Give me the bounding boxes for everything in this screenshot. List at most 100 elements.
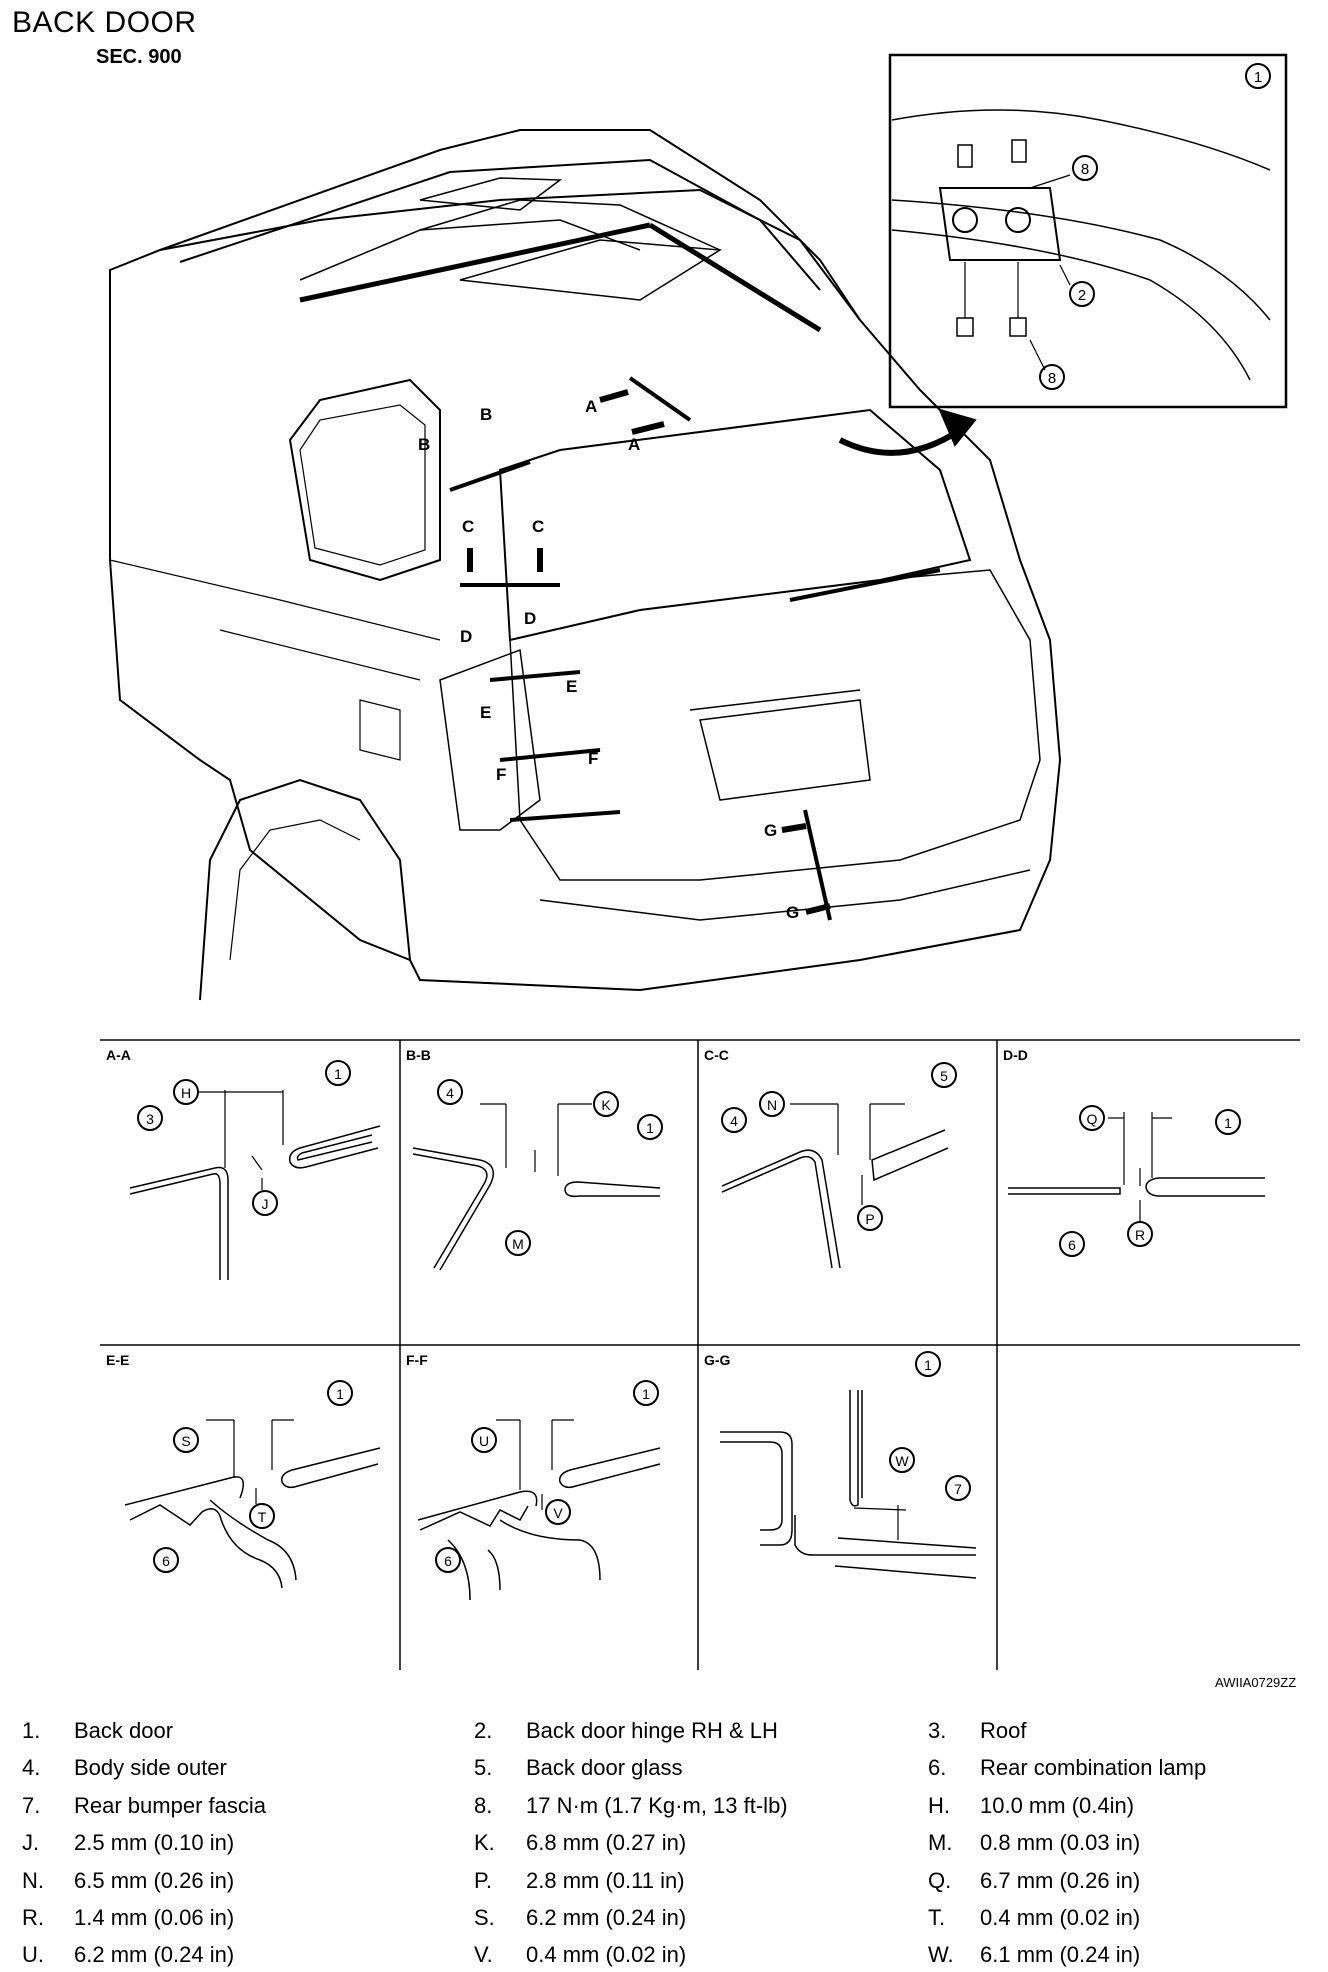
legend-key: Q. — [928, 1868, 952, 1893]
legend-text: Roof — [980, 1718, 1027, 1743]
legend-key: 5. — [474, 1755, 493, 1780]
svg-text:1: 1 — [1254, 69, 1262, 86]
legend-key: H. — [928, 1793, 950, 1818]
legend-key: J. — [22, 1830, 40, 1855]
callout-cc-n: N — [759, 1091, 785, 1117]
svg-text:U: U — [479, 1433, 489, 1449]
callout-cc-p: P — [857, 1205, 883, 1231]
legend-text: 10.0 mm (0.4in) — [980, 1793, 1135, 1818]
svg-text:1: 1 — [336, 1386, 344, 1402]
legend-text: 0.4 mm (0.02 in) — [526, 1942, 687, 1967]
callout-inset-8-lower: 8 — [1039, 364, 1065, 390]
panel-label-c: C-C — [704, 1047, 729, 1063]
section-g-g-drawing — [720, 1390, 977, 1579]
legend-text: 2.8 mm (0.11 in) — [526, 1868, 685, 1893]
section-marker-e-2: E — [566, 677, 577, 696]
section-a-a-drawing — [129, 1090, 381, 1280]
callout-dd-6: 6 — [1059, 1231, 1085, 1257]
legend-text: 6.2 mm (0.24 in) — [526, 1905, 687, 1930]
section-marker-a-1: A — [585, 397, 597, 416]
legend-key: V. — [474, 1942, 493, 1967]
legend-key: T. — [928, 1905, 946, 1930]
svg-text:1: 1 — [924, 1357, 932, 1373]
page-title: BACK DOOR — [12, 6, 197, 39]
svg-text:H: H — [181, 1085, 191, 1101]
callout-gg-w: W — [889, 1447, 915, 1473]
section-marker-f-2: F — [588, 749, 598, 768]
section-marker-c-2: C — [532, 517, 544, 536]
callout-bb-m: M — [505, 1230, 531, 1256]
legend-text: 17 N·m (1.7 Kg·m, 13 ft-lb) — [526, 1793, 788, 1818]
legend-key: 1. — [22, 1718, 41, 1743]
section-b-b-drawing — [412, 1103, 661, 1271]
svg-text:1: 1 — [642, 1386, 650, 1402]
section-marker-f-1: F — [496, 765, 506, 784]
svg-text:2: 2 — [1078, 287, 1086, 304]
callout-ee-t: T — [249, 1503, 275, 1529]
legend-key: P. — [474, 1868, 492, 1893]
legend-text: 6.5 mm (0.26 in) — [74, 1868, 235, 1893]
svg-text:4: 4 — [446, 1085, 454, 1101]
callout-ff-1: 1 — [633, 1380, 659, 1406]
legend-text: Back door hinge RH & LH — [526, 1718, 778, 1743]
legend-key: U. — [22, 1942, 44, 1967]
legend-key: 4. — [22, 1755, 41, 1780]
legend-text: 6.7 mm (0.26 in) — [980, 1868, 1141, 1893]
section-marker-c-1: C — [462, 517, 474, 536]
svg-text:6: 6 — [444, 1553, 452, 1569]
panel-label-g: G-G — [704, 1352, 731, 1368]
panel-label-f: F-F — [406, 1352, 428, 1368]
callout-dd-q: Q — [1079, 1105, 1105, 1131]
callout-gg-1: 1 — [915, 1351, 941, 1377]
svg-text:7: 7 — [954, 1481, 962, 1497]
callout-bb-4: 4 — [437, 1079, 463, 1105]
callout-dd-r: R — [1127, 1221, 1153, 1247]
section-marker-e-1: E — [480, 703, 491, 722]
svg-text:4: 4 — [730, 1113, 738, 1129]
callout-cc-4: 4 — [721, 1107, 747, 1133]
svg-text:V: V — [553, 1505, 563, 1521]
legend-text: 6.8 mm (0.27 in) — [526, 1830, 687, 1855]
section-marker-d-1: D — [460, 627, 472, 646]
section-e-e-drawing — [124, 1419, 381, 1589]
inset-pointer-arrow — [838, 427, 962, 456]
section-marker-a-2: A — [628, 435, 640, 454]
legend-key: 8. — [474, 1793, 493, 1818]
legend-text: Rear bumper fascia — [74, 1793, 266, 1818]
callout-inset-8-upper: 8 — [1072, 155, 1098, 181]
svg-text:S: S — [181, 1433, 190, 1449]
legend-key: S. — [474, 1905, 495, 1930]
section-f-f-drawing — [417, 1419, 661, 1601]
svg-text:1: 1 — [334, 1066, 342, 1082]
callout-aa-3: 3 — [137, 1105, 163, 1131]
svg-text:6: 6 — [1068, 1237, 1076, 1253]
panel-label-e: E-E — [106, 1352, 129, 1368]
vehicle-illustration — [109, 129, 1062, 1001]
svg-text:J: J — [262, 1196, 269, 1212]
section-number: SEC. 900 — [96, 46, 182, 68]
legend-key: W. — [928, 1942, 954, 1967]
section-marker-g-2: G — [786, 903, 799, 922]
section-marker-b-1: B — [480, 405, 492, 424]
callout-gg-7: 7 — [945, 1475, 971, 1501]
svg-text:N: N — [767, 1097, 777, 1113]
svg-text:5: 5 — [940, 1068, 948, 1084]
legend-text: 0.8 mm (0.03 in) — [980, 1830, 1141, 1855]
callout-aa-1: 1 — [325, 1060, 351, 1086]
callout-cc-5: 5 — [931, 1062, 957, 1088]
panel-label-d: D-D — [1003, 1047, 1028, 1063]
svg-text:M: M — [512, 1236, 524, 1252]
panel-label-b: B-B — [406, 1047, 431, 1063]
section-d-d-drawing — [1008, 1112, 1265, 1222]
callout-bb-1: 1 — [637, 1114, 663, 1140]
callout-aa-j: J — [252, 1190, 278, 1216]
svg-text:W: W — [895, 1453, 909, 1469]
legend-key: R. — [22, 1905, 44, 1930]
callout-bb-k: K — [593, 1091, 619, 1117]
legend-text: Back door — [74, 1718, 174, 1743]
legend-key: K. — [474, 1830, 495, 1855]
legend-key: 3. — [928, 1718, 947, 1743]
panel-label-a: A-A — [106, 1047, 131, 1063]
svg-text:8: 8 — [1081, 161, 1089, 178]
legend-text: Rear combination lamp — [980, 1755, 1207, 1780]
